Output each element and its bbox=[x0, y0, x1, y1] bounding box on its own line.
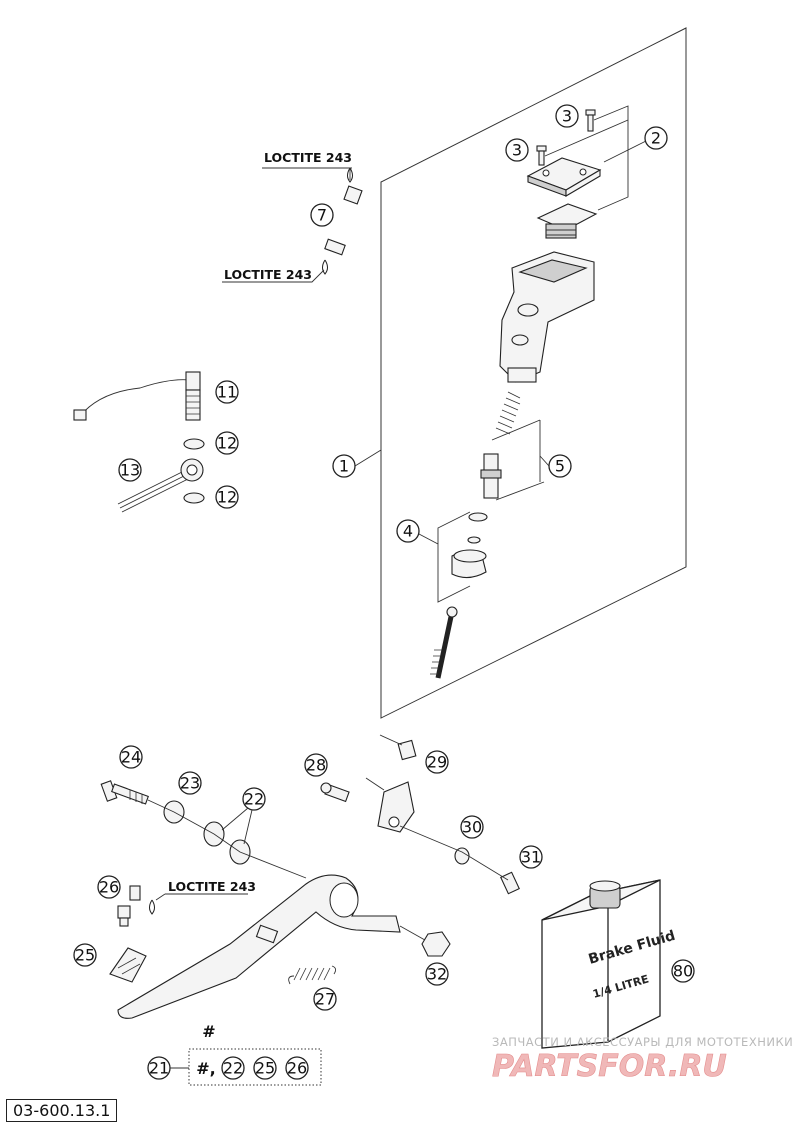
svg-text:21: 21 bbox=[149, 1059, 169, 1078]
svg-text:26: 26 bbox=[287, 1059, 307, 1078]
callout-27: 27 bbox=[313, 987, 337, 1011]
loctite-label-lower: LOCTITE 243 bbox=[168, 879, 256, 894]
cap-screw-lower bbox=[536, 145, 547, 166]
callout-7: 7 bbox=[310, 203, 334, 227]
callout-22: 22 bbox=[242, 787, 266, 811]
callout-23: 23 bbox=[178, 771, 202, 795]
svg-text:32: 32 bbox=[427, 965, 447, 984]
callout-3-upper: 3 bbox=[555, 104, 579, 128]
callout-24: 24 bbox=[119, 745, 143, 769]
callout-2: 2 bbox=[644, 126, 668, 150]
svg-text:22: 22 bbox=[223, 1059, 243, 1078]
svg-text:30: 30 bbox=[462, 818, 482, 837]
callout-13: 13 bbox=[118, 458, 142, 482]
svg-text:12: 12 bbox=[217, 488, 237, 507]
callout-22-kit: 22 bbox=[221, 1056, 245, 1080]
svg-text:13: 13 bbox=[120, 461, 140, 480]
bleed-screw-upper bbox=[343, 185, 363, 205]
svg-text:25: 25 bbox=[255, 1059, 275, 1078]
callout-29: 29 bbox=[425, 750, 449, 774]
piston bbox=[480, 453, 502, 499]
pivot-bolt bbox=[100, 780, 149, 805]
svg-text:3: 3 bbox=[562, 107, 572, 126]
brake-pedal bbox=[117, 874, 401, 1019]
reservoir-diaphragm bbox=[536, 203, 598, 239]
push-rod bbox=[430, 606, 458, 679]
banjo-fitting bbox=[117, 458, 204, 513]
master-cylinder-body bbox=[499, 251, 595, 383]
svg-text:24: 24 bbox=[121, 748, 141, 767]
svg-text:25: 25 bbox=[75, 946, 95, 965]
callout-80: 80 bbox=[671, 959, 695, 983]
tip-screw-lower bbox=[117, 905, 131, 927]
svg-text:1: 1 bbox=[339, 457, 349, 476]
assembly-1-boundary bbox=[380, 27, 687, 719]
brake-light-switch bbox=[73, 371, 201, 421]
callout-26-kit: 26 bbox=[285, 1056, 309, 1080]
reservoir-cap bbox=[526, 157, 602, 197]
cap-screw-upper bbox=[585, 109, 596, 132]
clevis-nut bbox=[397, 739, 417, 761]
clevis-pin bbox=[320, 782, 350, 803]
piston-spring bbox=[495, 391, 521, 435]
split-pin bbox=[500, 871, 520, 895]
watermark-brand: PARTSFOR.RU bbox=[492, 1049, 727, 1084]
return-spring bbox=[288, 965, 337, 985]
callout-3-lower: 3 bbox=[505, 138, 529, 162]
svg-text:29: 29 bbox=[427, 753, 447, 772]
svg-text:80: 80 bbox=[673, 962, 693, 981]
callout-26-upper: 26 bbox=[97, 875, 121, 899]
svg-text:5: 5 bbox=[555, 457, 565, 476]
callout-25-kit: 25 bbox=[253, 1056, 277, 1080]
svg-text:23: 23 bbox=[180, 774, 200, 793]
callout-11: 11 bbox=[215, 380, 239, 404]
callout-1: 1 bbox=[332, 454, 356, 478]
callout-4: 4 bbox=[396, 519, 420, 543]
seal-kit bbox=[451, 512, 488, 579]
loctite-label-middle: LOCTITE 243 bbox=[224, 267, 312, 282]
svg-text:2: 2 bbox=[651, 129, 661, 148]
clevis bbox=[377, 781, 415, 833]
brake-fluid-bottle bbox=[541, 879, 661, 1049]
svg-text:31: 31 bbox=[521, 848, 541, 867]
svg-text:12: 12 bbox=[217, 434, 237, 453]
callout-30: 30 bbox=[460, 815, 484, 839]
svg-text:7: 7 bbox=[317, 206, 327, 225]
callout-25-pedal: 25 bbox=[73, 943, 97, 967]
svg-text:27: 27 bbox=[315, 990, 335, 1009]
sealing-washer-lower bbox=[183, 492, 205, 504]
svg-text:11: 11 bbox=[217, 383, 237, 402]
document-code: 03-600.13.1 bbox=[6, 1099, 118, 1122]
pedal-tip bbox=[109, 947, 147, 983]
callout-28: 28 bbox=[304, 753, 328, 777]
bleed-screw-lower bbox=[324, 238, 346, 256]
callout-12-upper: 12 bbox=[215, 431, 239, 455]
svg-text:3: 3 bbox=[512, 141, 522, 160]
callout-32: 32 bbox=[425, 962, 449, 986]
watermark-tagline: ЗАПЧАСТИ И АКСЕССУАРЫ ДЛЯ МОТОТЕХНИКИ bbox=[492, 1035, 793, 1049]
callout-21: 21 bbox=[147, 1056, 171, 1080]
callout-12-lower: 12 bbox=[215, 485, 239, 509]
callout-5: 5 bbox=[548, 454, 572, 478]
sealing-washer-upper bbox=[183, 438, 205, 450]
svg-text:22: 22 bbox=[244, 790, 264, 809]
pedal-nut bbox=[421, 931, 451, 957]
svg-text:26: 26 bbox=[99, 878, 119, 897]
kit-prefix: #, bbox=[196, 1059, 215, 1078]
loctite-label-upper: LOCTITE 243 bbox=[264, 150, 352, 165]
callout-31: 31 bbox=[519, 845, 543, 869]
hash-mark: # bbox=[202, 1022, 215, 1041]
svg-text:28: 28 bbox=[306, 756, 326, 775]
tip-screw-upper bbox=[129, 885, 141, 901]
svg-text:4: 4 bbox=[403, 522, 413, 541]
